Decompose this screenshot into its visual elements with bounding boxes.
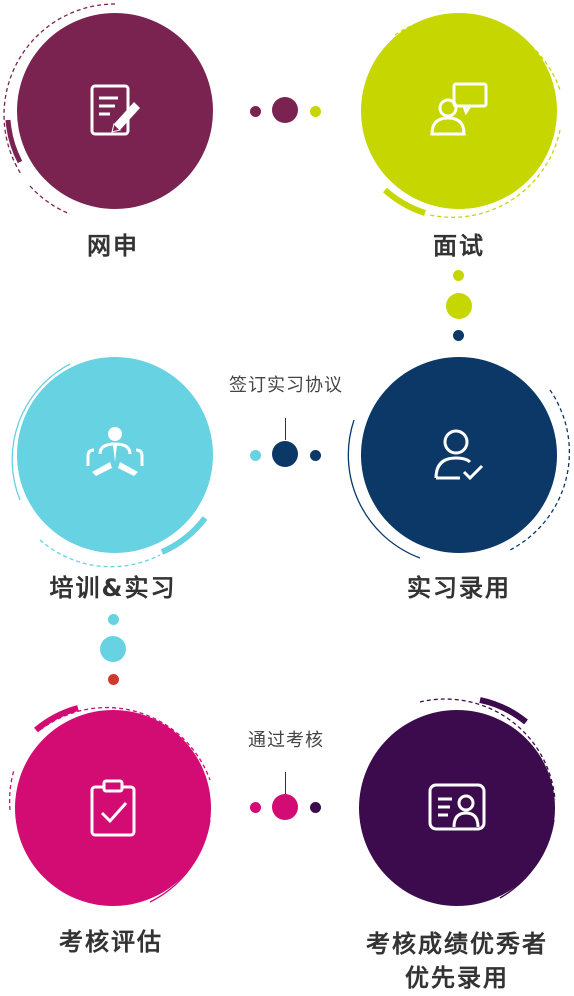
connector-dot-middle xyxy=(446,293,472,319)
step-interview-circle xyxy=(361,13,557,209)
connector-label-pass-assessment: 通过考核 xyxy=(248,730,324,751)
connector-dot-right xyxy=(310,106,321,117)
step-offer-label: 实习录用 xyxy=(407,574,511,602)
connector-dot-center xyxy=(272,97,298,123)
connector-dot-bottom xyxy=(453,330,464,341)
step-interview-label: 面试 xyxy=(433,232,485,260)
connector-dot-right xyxy=(310,802,321,813)
connector-label-sign-agreement: 签订实习协议 xyxy=(229,375,343,396)
connector-dot-left xyxy=(250,106,261,117)
connector-dot-center xyxy=(272,794,298,820)
step-priority-hire-label-line2: 优先录用 xyxy=(405,964,509,992)
step-assessment-label: 考核评估 xyxy=(59,928,163,956)
connector-dot-right xyxy=(310,450,321,461)
step-priority-hire-circle xyxy=(359,710,555,906)
step-application-label: 网申 xyxy=(87,232,139,260)
profile-card-icon xyxy=(424,775,490,841)
application-form-icon xyxy=(82,78,148,144)
step-training-label: 培训&实习 xyxy=(49,574,177,602)
step-application-circle xyxy=(17,13,213,209)
connector-dot-left xyxy=(250,450,261,461)
step-priority-hire-label: 考核成绩优秀者 xyxy=(366,930,548,958)
step-assessment-circle xyxy=(15,710,211,906)
step-training-circle xyxy=(17,357,213,553)
connector-dot-top xyxy=(453,270,464,281)
clipboard-check-icon xyxy=(80,775,146,841)
connector-dot-middle xyxy=(100,636,126,662)
connector-dot-bottom xyxy=(108,674,119,685)
connector-dot-left xyxy=(250,802,261,813)
interview-icon xyxy=(426,78,492,144)
user-check-icon xyxy=(426,422,492,488)
training-icon xyxy=(82,422,148,488)
connector-dot-top xyxy=(108,614,119,625)
connector-dot-center xyxy=(272,441,298,467)
connector-tick xyxy=(285,772,286,794)
connector-tick xyxy=(285,418,286,440)
step-offer-circle xyxy=(361,357,557,553)
